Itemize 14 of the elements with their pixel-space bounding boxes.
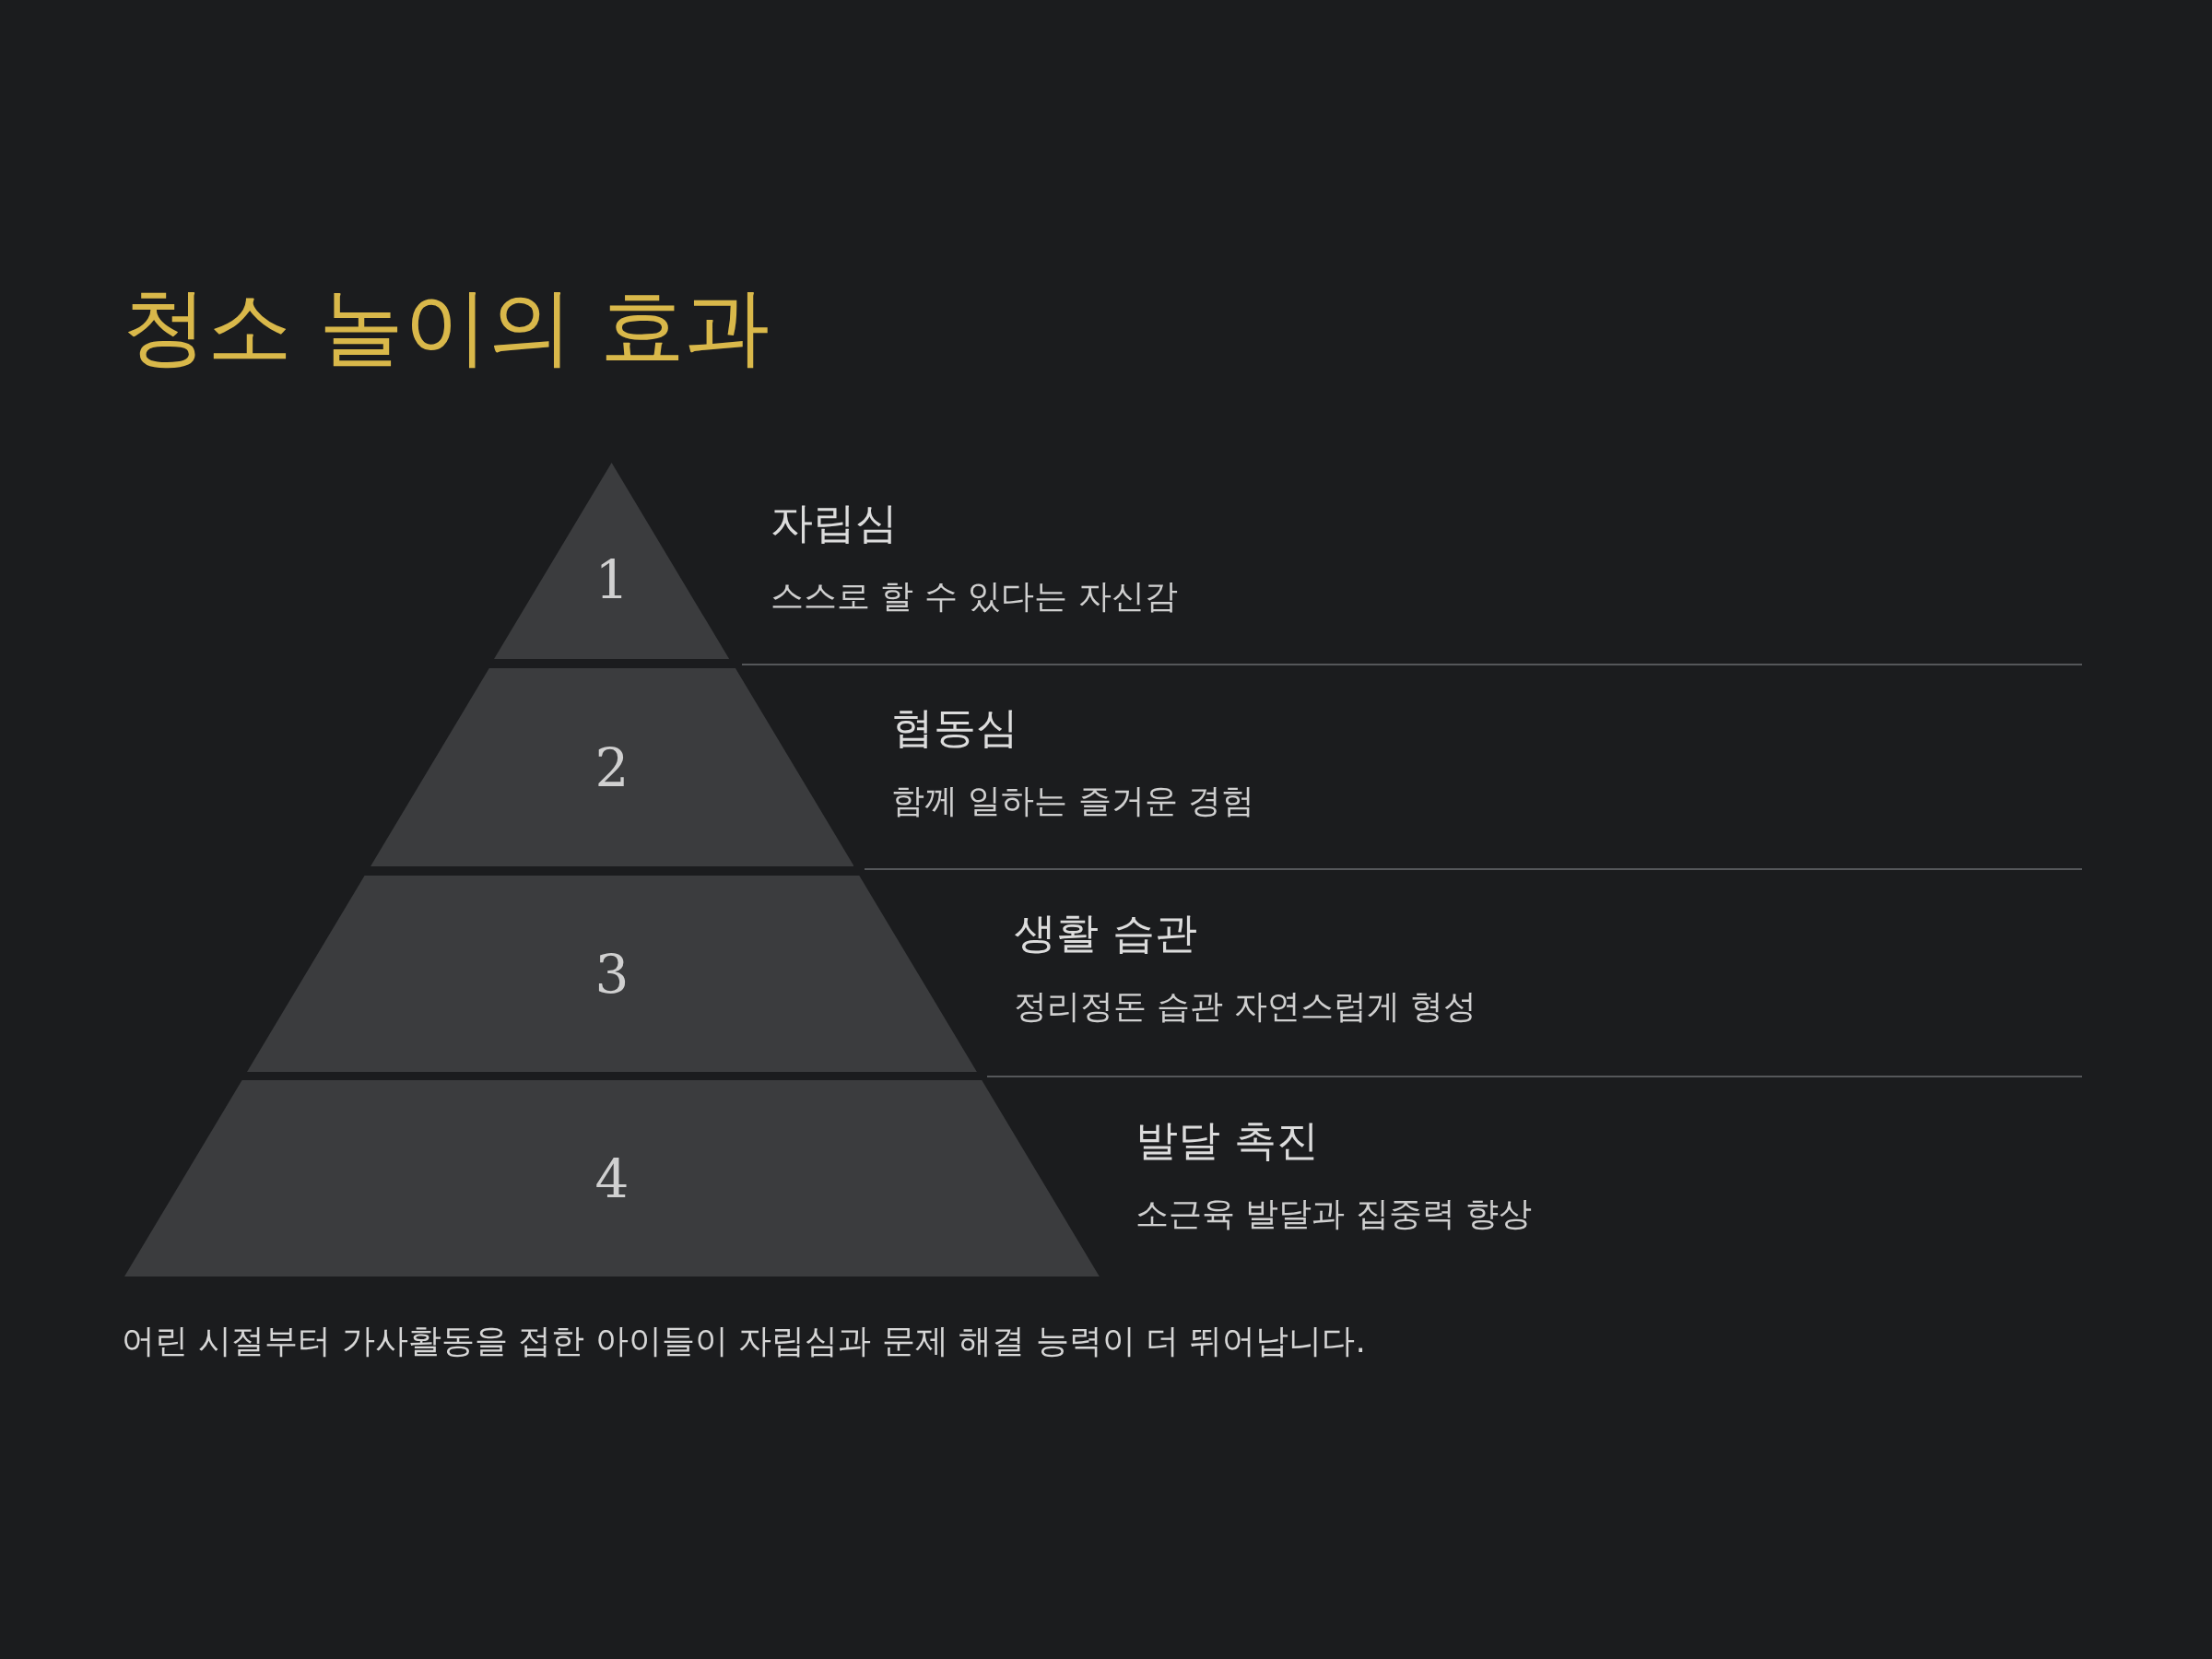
level-heading: 발달 촉진 [1135, 1115, 1319, 1167]
title: 청소 놀이의 효과 [123, 276, 771, 378]
layer-number: 3 [594, 947, 630, 1001]
level-description: 스스로 할 수 있다는 자신감 [771, 576, 1178, 617]
level-heading: 자립심 [771, 498, 898, 549]
level-description: 정리정돈 습관 자연스럽게 형성 [1014, 986, 1477, 1027]
level-description: 소근육 발달과 집중력 향상 [1135, 1194, 1533, 1234]
caption: 어린 시절부터 가사활동을 접한 아이들이 자립심과 문제 해결 능력이 더 뛰어납니다. [122, 1321, 1366, 1361]
layer-number: 2 [594, 740, 630, 794]
level-description: 함께 일하는 즐거운 경험 [891, 781, 1255, 821]
level-heading: 생활 습관 [1014, 908, 1197, 959]
layer-number: 4 [594, 1151, 630, 1206]
level-heading: 협동심 [891, 702, 1018, 754]
layer-number: 1 [594, 552, 630, 606]
